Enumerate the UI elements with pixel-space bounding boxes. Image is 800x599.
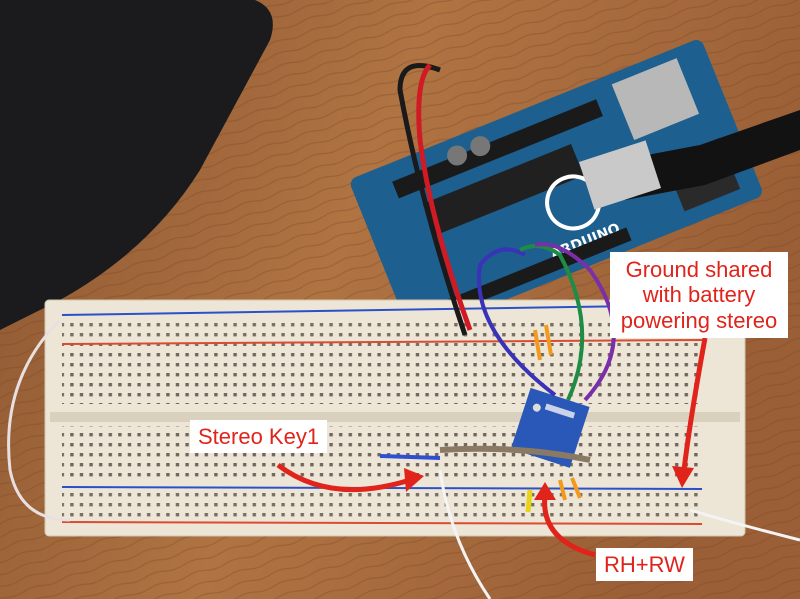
ground-shared-annotation: Ground shared with battery powering ster…	[610, 252, 788, 338]
breadboard	[44, 299, 746, 537]
stereo-key1-annotation: Stereo Key1	[190, 420, 328, 454]
red-wire	[416, 63, 473, 331]
tan-wire	[439, 445, 591, 463]
arrow-stereo-key1	[276, 463, 411, 493]
usb-cable	[620, 110, 800, 200]
ground-shared-line-2: with battery	[642, 282, 756, 308]
yellow-jumper	[525, 489, 533, 513]
arrow-rh-rw	[542, 494, 596, 558]
orange-jumper-4	[570, 477, 582, 499]
orange-jumper-3	[558, 479, 567, 501]
white-wire-right	[689, 508, 800, 542]
black-wire	[397, 63, 468, 336]
rh-rw-annotation: RH+RW	[596, 548, 693, 582]
arrow-ground	[681, 337, 708, 471]
sensor-module	[510, 387, 590, 468]
blue-wire	[477, 247, 557, 397]
white-wire-bottom	[438, 469, 492, 599]
ground-shared-line-1: Ground shared	[625, 257, 773, 282]
ground-shared-line-3: powering stereo	[620, 307, 778, 333]
white-wire-left	[7, 318, 71, 522]
blue-jumper	[379, 454, 441, 460]
black-mousepad	[0, 0, 273, 330]
orange-jumper-2	[544, 324, 553, 356]
orange-jumper-1	[533, 329, 542, 361]
usb-plug	[578, 140, 662, 210]
purple-wire	[534, 242, 616, 402]
